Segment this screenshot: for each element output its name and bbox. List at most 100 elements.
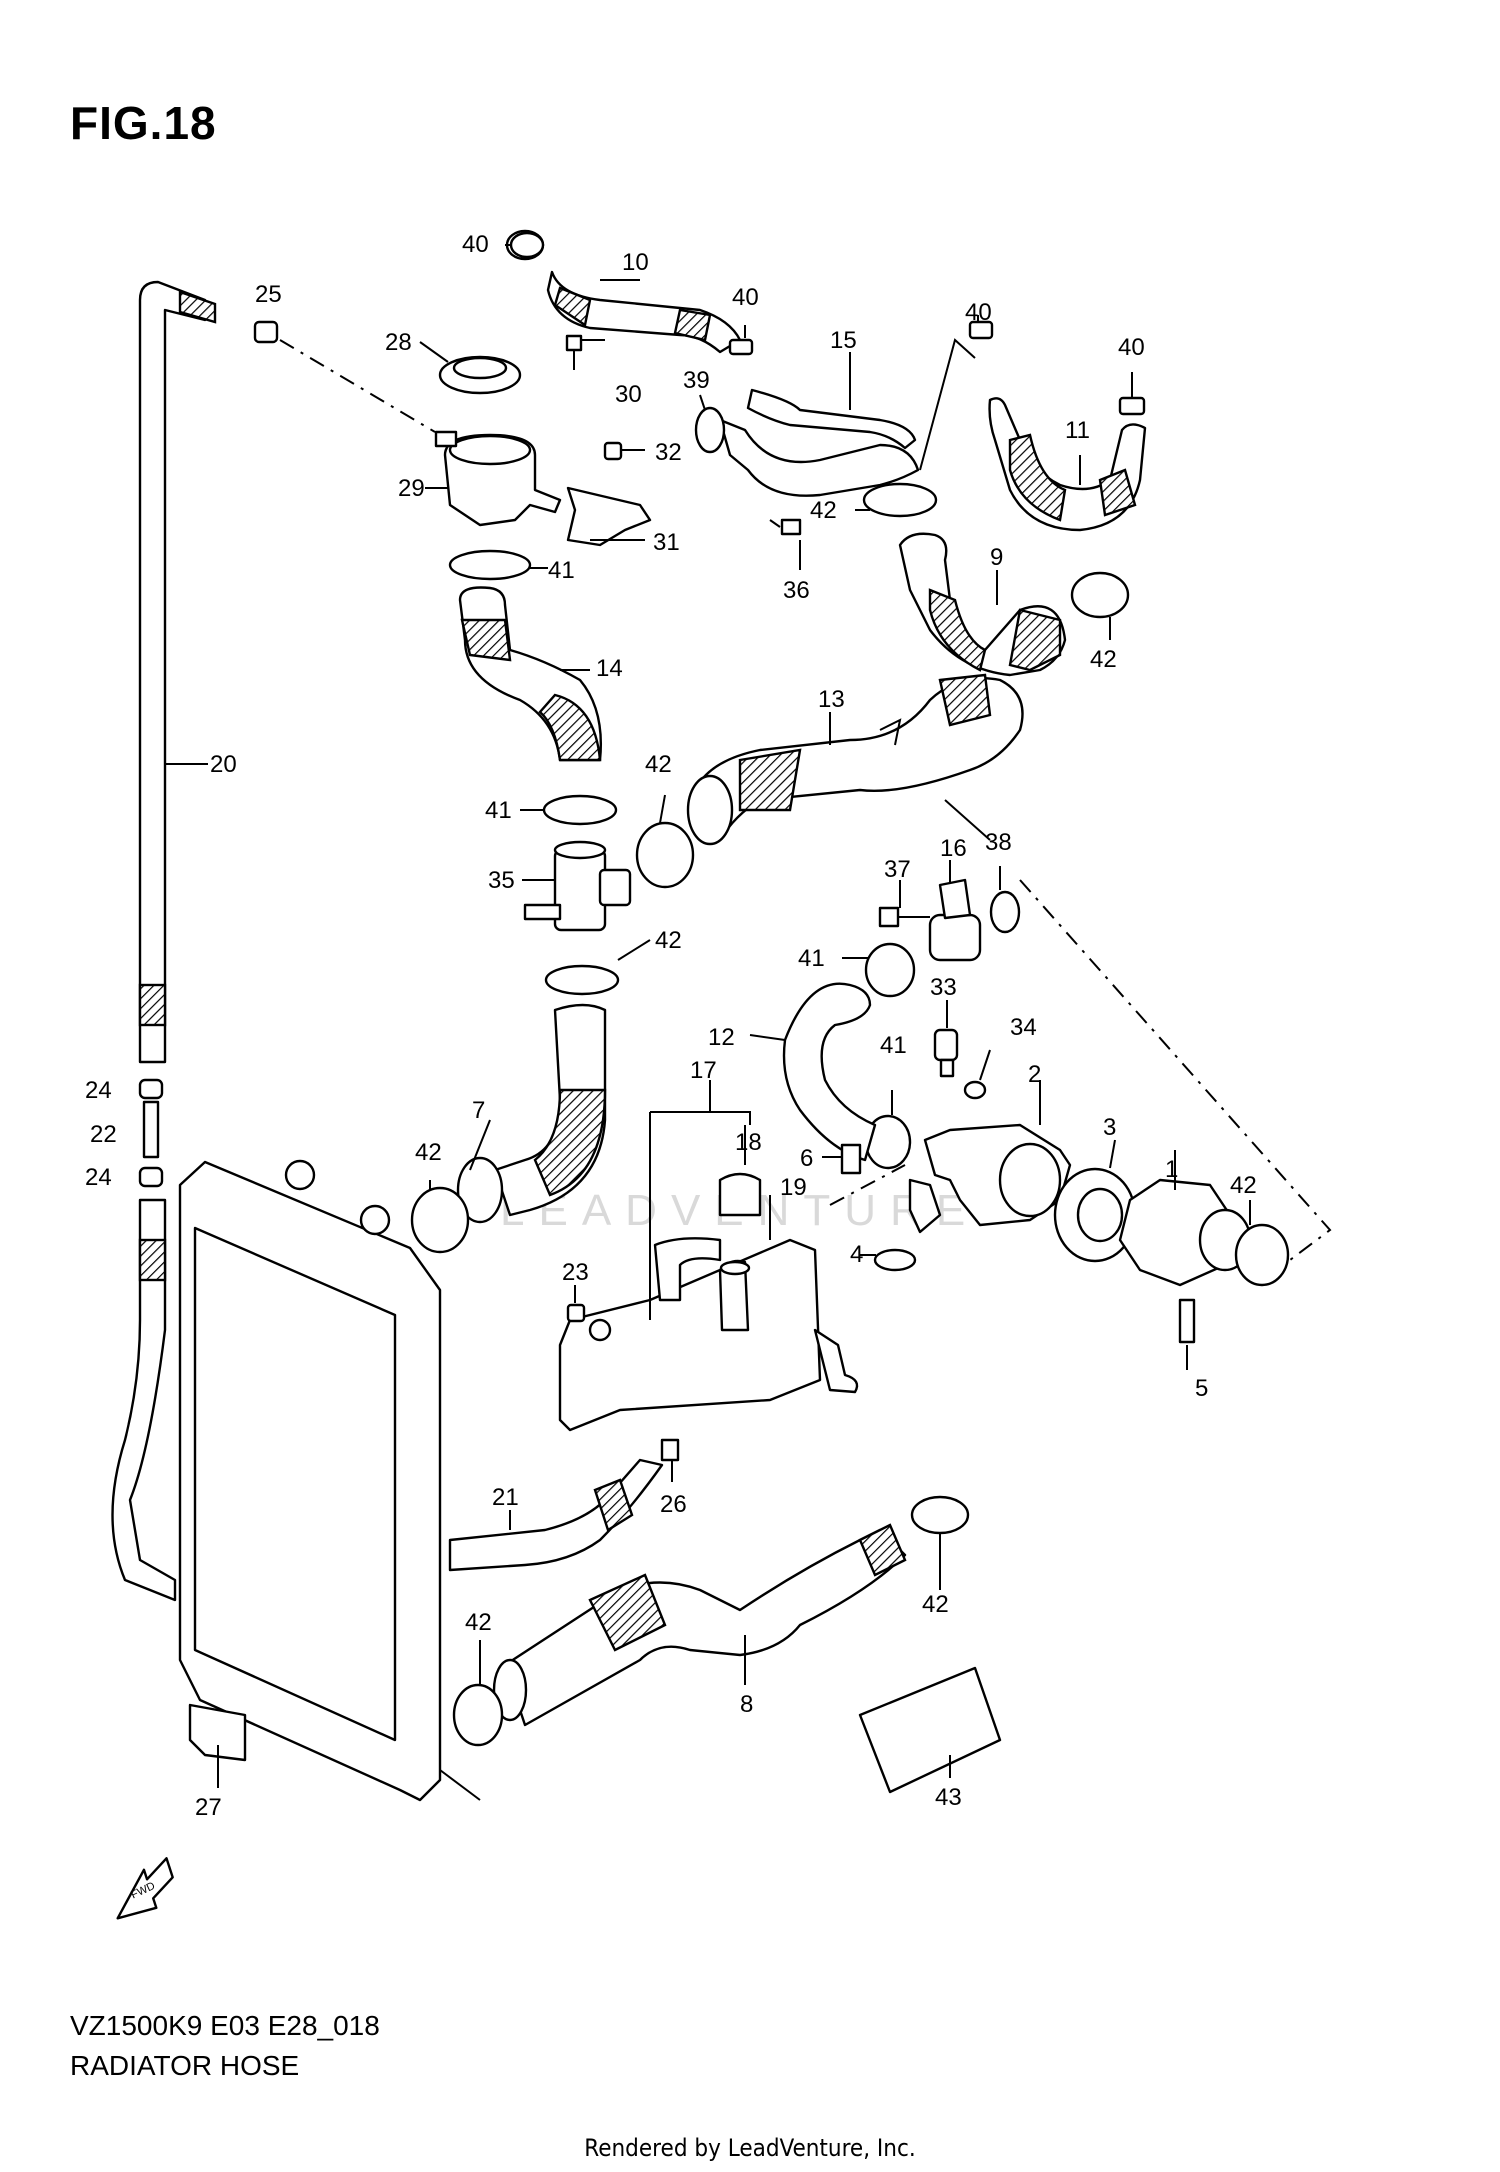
callout-42-d: 42 bbox=[1090, 646, 1117, 673]
part-18-cap bbox=[718, 1125, 762, 1217]
callout-39: 39 bbox=[683, 367, 710, 394]
part-42-clamp-g bbox=[452, 1640, 504, 1747]
part-40-clamp-b bbox=[728, 325, 754, 356]
callout-1: 1 bbox=[1165, 1156, 1178, 1183]
part-21-hose bbox=[448, 1458, 664, 1572]
callout-22: 22 bbox=[90, 1121, 117, 1148]
part-9-hose bbox=[898, 532, 1067, 677]
part-2-thermostat-housing bbox=[908, 1080, 1072, 1234]
part-37-bolt bbox=[878, 880, 930, 928]
part-5-bolt bbox=[1178, 1298, 1196, 1370]
callout-9: 9 bbox=[990, 544, 1003, 571]
part-41-hose-clamp-c bbox=[842, 942, 916, 998]
callout-40-c: 40 bbox=[965, 299, 992, 326]
callout-17: 17 bbox=[690, 1057, 717, 1084]
callout-33: 33 bbox=[930, 974, 957, 1001]
part-41-hose-clamp-d bbox=[864, 1090, 912, 1170]
callout-8: 8 bbox=[740, 1691, 753, 1718]
part-42-clamp-a bbox=[544, 939, 651, 996]
callout-38: 38 bbox=[985, 829, 1012, 856]
radiator-core bbox=[178, 1159, 481, 1802]
part-41-hose-clamp-mid bbox=[520, 794, 618, 826]
callout-40-d: 40 bbox=[1118, 334, 1145, 361]
part-42-clamp-e bbox=[635, 794, 695, 889]
part-4-o-ring bbox=[860, 1248, 917, 1272]
part-11-hose bbox=[988, 397, 1147, 532]
part-20-long-hose bbox=[138, 280, 217, 1064]
part-13-hose bbox=[686, 673, 1024, 846]
callout-42-h: 42 bbox=[465, 1609, 492, 1636]
part-8-hose bbox=[492, 1523, 907, 1727]
part-1-thermostat-cover bbox=[1118, 1150, 1252, 1287]
callout-18: 18 bbox=[735, 1129, 762, 1156]
callout-11: 11 bbox=[1065, 417, 1090, 444]
callout-35: 35 bbox=[488, 867, 515, 894]
part-29-filler-neck bbox=[425, 430, 562, 527]
part-33-thermo-switch bbox=[933, 1000, 959, 1078]
part-27-clip bbox=[188, 1703, 247, 1788]
callout-15: 15 bbox=[830, 327, 857, 354]
part-42-clamp-f bbox=[1234, 1200, 1290, 1287]
model-code: VZ1500K9 E03 E28_018 bbox=[70, 2010, 380, 2041]
callout-29: 29 bbox=[398, 475, 425, 502]
callout-19: 19 bbox=[780, 1174, 807, 1201]
diagram-name: RADIATOR HOSE bbox=[70, 2050, 300, 2081]
callout-41-d: 41 bbox=[880, 1032, 907, 1059]
callout-21: 21 bbox=[492, 1484, 519, 1511]
callout-24-b: 24 bbox=[85, 1164, 112, 1191]
part-42-clamp-h bbox=[910, 1495, 970, 1590]
part-16-fitting bbox=[928, 860, 982, 962]
part-36-bolt bbox=[769, 518, 802, 570]
callout-4: 4 bbox=[850, 1241, 863, 1268]
part-38-o-ring bbox=[989, 866, 1021, 934]
part-23-bolt bbox=[566, 1285, 586, 1323]
part-22-joint-pipe bbox=[111, 1078, 177, 1602]
part-40-clamp-a bbox=[505, 231, 545, 259]
callout-30: 30 bbox=[615, 381, 642, 408]
callout-16: 16 bbox=[940, 835, 967, 862]
callout-41-a: 41 bbox=[548, 557, 575, 584]
callout-42-f: 42 bbox=[1230, 1172, 1257, 1199]
callout-42-c: 42 bbox=[810, 497, 837, 524]
part-42-clamp-d bbox=[1070, 571, 1130, 640]
callout-2: 2 bbox=[1028, 1061, 1041, 1088]
part-15-pipe bbox=[718, 352, 920, 497]
render-credit: Rendered by LeadVenture, Inc. bbox=[584, 2134, 916, 2162]
callout-43: 43 bbox=[935, 1784, 962, 1811]
callout-26: 26 bbox=[660, 1491, 687, 1518]
callout-34: 34 bbox=[1010, 1014, 1037, 1041]
callout-40-b: 40 bbox=[732, 284, 759, 311]
callout-42-b: 42 bbox=[655, 927, 682, 954]
callout-41-c: 41 bbox=[798, 945, 825, 972]
callout-27: 27 bbox=[195, 1794, 222, 1821]
callout-32: 32 bbox=[655, 439, 682, 466]
part-6-bolt bbox=[822, 1143, 862, 1175]
callout-42-e: 42 bbox=[415, 1139, 442, 1166]
part-14-hose bbox=[458, 586, 602, 762]
part-42-clamp-b bbox=[410, 1180, 470, 1254]
callout-10: 10 bbox=[622, 249, 649, 276]
callout-36: 36 bbox=[783, 577, 810, 604]
part-32-nut bbox=[603, 441, 645, 461]
callout-14: 14 bbox=[596, 655, 623, 682]
callout-28: 28 bbox=[385, 329, 412, 356]
callout-37: 37 bbox=[884, 856, 911, 883]
part-41-hose-clamp-upper bbox=[448, 549, 548, 581]
part-30-bolt bbox=[565, 334, 605, 370]
part-19-reservoir-tank bbox=[558, 1195, 859, 1432]
figure-title: FIG.18 bbox=[70, 97, 217, 149]
callout-41-b: 41 bbox=[485, 797, 512, 824]
callout-40-a: 40 bbox=[462, 231, 489, 258]
part-26-clamp bbox=[660, 1438, 680, 1482]
part-39-o-ring bbox=[694, 394, 726, 454]
part-43-label bbox=[858, 1666, 1002, 1794]
callout-23: 23 bbox=[562, 1259, 589, 1286]
callout-42-g: 42 bbox=[922, 1591, 949, 1618]
callout-24-a: 24 bbox=[85, 1077, 112, 1104]
callout-13: 13 bbox=[818, 686, 845, 713]
part-3-thermostat bbox=[1053, 1139, 1137, 1263]
part-35-joint bbox=[522, 840, 632, 932]
callout-6: 6 bbox=[800, 1145, 813, 1172]
part-31-bracket bbox=[566, 486, 652, 547]
callout-25: 25 bbox=[255, 281, 282, 308]
